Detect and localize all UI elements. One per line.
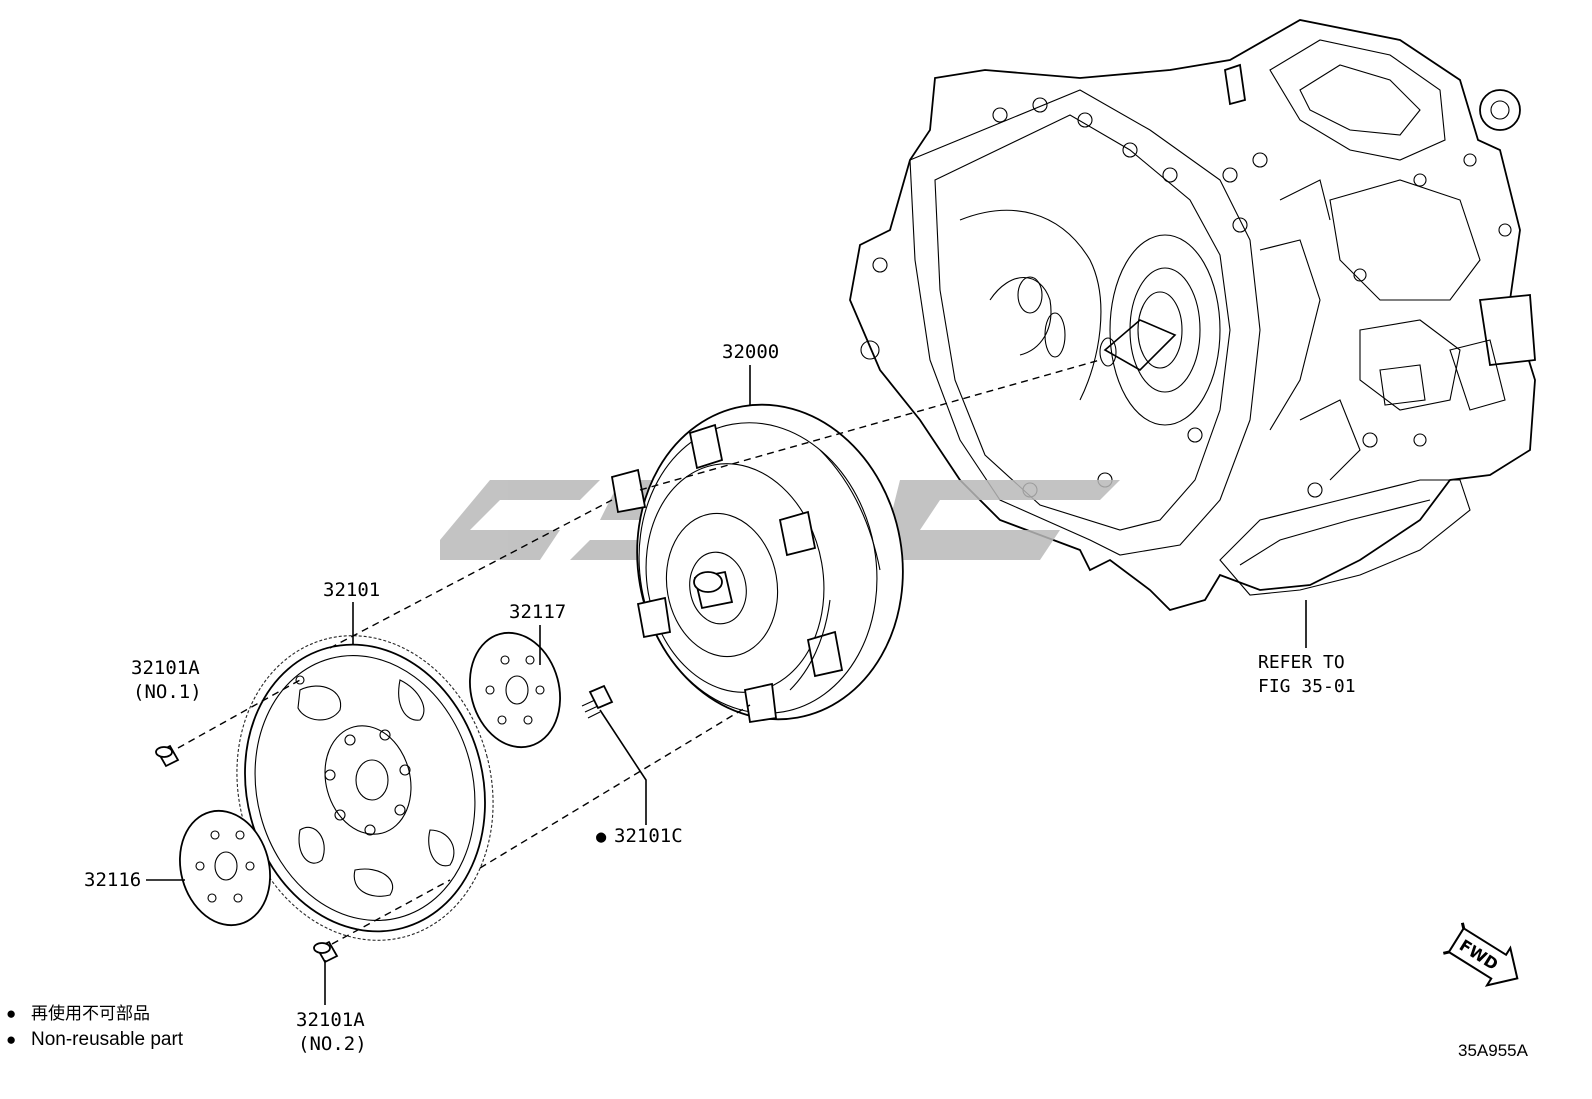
assembly-lines [177, 359, 1101, 945]
legend-bullet-en: ● [6, 1030, 16, 1049]
legend-bullet-cn: ● [6, 1004, 16, 1023]
label-32101a-no2: 32101A [296, 1009, 365, 1031]
bolt-no1 [155, 744, 180, 768]
label-32117: 32117 [509, 601, 566, 623]
bolt-no2 [313, 940, 339, 964]
fwd-arrow-icon: FWD [1442, 922, 1519, 987]
figure-code: 35A955A [1458, 1041, 1529, 1060]
bolt-32101c [581, 684, 614, 719]
legend-text-cn: 再使用不可部品 [31, 1003, 150, 1023]
part-labels: 32000 32101 32101A (NO.1) 32117 32116 32… [84, 341, 1529, 1060]
non-reusable-marker: ● [596, 827, 607, 847]
label-32000: 32000 [722, 341, 779, 363]
label-32101a-no1: 32101A [131, 657, 200, 679]
refer-line-1: REFER TO [1258, 652, 1345, 673]
label-32116: 32116 [84, 869, 141, 891]
label-32101a-no2-sub: (NO.2) [298, 1033, 367, 1055]
label-32101c: 32101C [614, 825, 683, 847]
leader-lines [146, 365, 1307, 1005]
torque-converter [610, 403, 904, 724]
label-32101: 32101 [323, 579, 380, 601]
legend: ● 再使用不可部品 ● Non-reusable part [6, 1003, 184, 1050]
transmission-assembly [849, 19, 1536, 612]
legend-text-en: Non-reusable part [31, 1029, 184, 1050]
refer-line-2: FIG 35-01 [1258, 676, 1356, 697]
label-32101a-no1-sub: (NO.1) [133, 681, 202, 703]
plate-32117 [469, 631, 561, 749]
drive-plate [236, 635, 494, 941]
